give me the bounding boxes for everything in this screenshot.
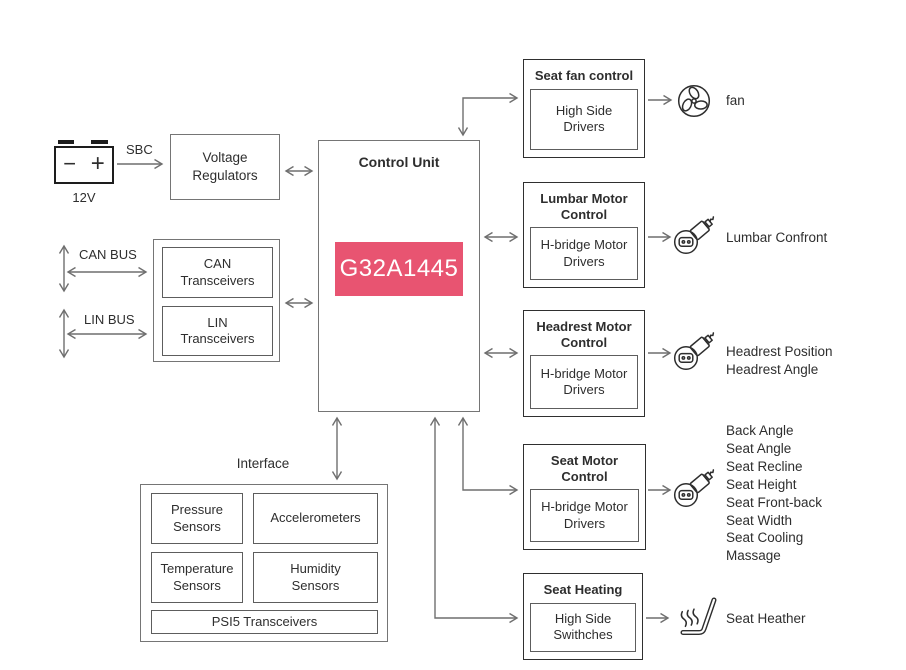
lin-transceivers-label: LIN Transceivers	[180, 314, 255, 346]
humidity-sensors-box: Humidity Sensors	[253, 552, 378, 603]
seat-hbridge-box: H-bridge Motor Drivers	[530, 489, 639, 542]
psi5-transceivers-box: PSI5 Transceivers	[151, 610, 378, 634]
seat-motor-output-line: Seat Height	[726, 476, 797, 492]
voltage-regulators-box: Voltage Regulators	[170, 134, 280, 200]
headrest-hbridge-box: H-bridge Motor Drivers	[530, 355, 638, 409]
lumbar-hbridge-box: H-bridge Motor Drivers	[530, 227, 638, 280]
battery-minus-sign: −	[63, 150, 77, 176]
seat-heater-icon	[680, 597, 717, 635]
chip-g32a1445: G32A1445	[335, 242, 463, 296]
voltage-regulators-label: Voltage Regulators	[192, 150, 258, 183]
motor-icon	[673, 469, 715, 508]
temperature-sensors-box: Temperature Sensors	[151, 552, 243, 603]
seat-motor-output-labels: Back Angle Seat Angle Seat Recline Seat …	[726, 422, 822, 565]
seat-motor-output-line: Seat Cooling	[726, 530, 804, 546]
lumbar-motor-control-title: Lumbar Motor Control	[540, 191, 628, 222]
psi5-transceivers-label: PSI5 Transceivers	[211, 613, 318, 629]
seat-motor-output-line: Seat Width	[726, 512, 793, 528]
battery-icon: − +	[54, 146, 114, 184]
high-side-switches-label: High Side Swithches	[553, 611, 613, 643]
lin-bus-label: LIN BUS	[84, 312, 135, 327]
battery-voltage-label: 12V	[72, 190, 96, 205]
seat-motor-output-line: Seat Front-back	[726, 494, 823, 510]
accelerometers-box: Accelerometers	[253, 493, 378, 544]
can-bus-label: CAN BUS	[79, 247, 137, 262]
seat-motor-output-line: Seat Angle	[726, 440, 792, 456]
module-lumbar-motor-control: Lumbar Motor Control H-bridge Motor Driv…	[523, 182, 645, 288]
seat-motor-output-line: Seat Recline	[726, 458, 803, 474]
seat-motor-control-title: Seat Motor Control	[550, 453, 619, 484]
headrest-output-line: Headrest Position	[726, 344, 833, 359]
sbc-label: SBC	[126, 142, 153, 157]
connector-control-unit-seat-motor	[457, 416, 519, 496]
fan-icon	[677, 84, 711, 118]
headrest-hbridge-label: H-bridge Motor Drivers	[540, 365, 628, 398]
can-transceivers-label: CAN Transceivers	[180, 256, 255, 288]
lin-transceivers-box: LIN Transceivers	[162, 306, 273, 356]
high-side-drivers-label: High Side Drivers	[555, 103, 613, 135]
pressure-sensors-box: Pressure Sensors	[151, 493, 243, 544]
module-seat-fan-control: Seat fan control High Side Drivers	[523, 59, 645, 158]
seat-heater-output-label: Seat Heather	[726, 611, 806, 626]
battery-terminal-right	[91, 140, 108, 144]
humidity-sensors-label: Humidity Sensors	[290, 561, 341, 593]
seat-fan-control-title: Seat fan control	[534, 68, 634, 83]
temperature-sensors-label: Temperature Sensors	[160, 561, 234, 593]
seat-heating-title: Seat Heating	[543, 582, 623, 597]
connector-control-unit-seat-fan	[457, 92, 519, 137]
lumbar-hbridge-label: H-bridge Motor Drivers	[540, 237, 628, 269]
module-seat-motor-control: Seat Motor Control H-bridge Motor Driver…	[523, 444, 646, 550]
module-headrest-motor-control: Headrest Motor Control H-bridge Motor Dr…	[523, 310, 645, 417]
headrest-output-line: Headrest Angle	[726, 361, 819, 377]
seat-hbridge-label: H-bridge Motor Drivers	[541, 499, 628, 531]
pressure-sensors-label: Pressure Sensors	[170, 502, 224, 534]
seat-motor-output-line: Back Angle	[726, 423, 794, 438]
high-side-switches-box: High Side Swithches	[530, 602, 636, 652]
accelerometers-label: Accelerometers	[270, 510, 361, 526]
seat-motor-output-line: Massage	[726, 548, 781, 564]
can-transceivers-box: CAN Transceivers	[162, 247, 273, 298]
battery-plus-sign: +	[90, 150, 105, 177]
interface-title: Interface	[236, 456, 290, 471]
headrest-motor-control-title: Headrest Motor Control	[536, 319, 632, 350]
control-unit-title: Control Unit	[358, 154, 440, 170]
battery-terminal-left	[58, 140, 74, 144]
headrest-output-labels: Headrest Position Headrest Angle	[726, 343, 833, 379]
module-seat-heating: Seat Heating High Side Swithches	[523, 573, 643, 660]
fan-output-label: fan	[726, 93, 745, 108]
lumbar-output-label: Lumbar Confront	[726, 230, 828, 245]
high-side-drivers-box: High Side Drivers	[530, 88, 638, 150]
motor-icon	[673, 216, 715, 255]
connector-control-unit-seat-heating	[429, 416, 519, 624]
motor-icon	[673, 332, 715, 371]
